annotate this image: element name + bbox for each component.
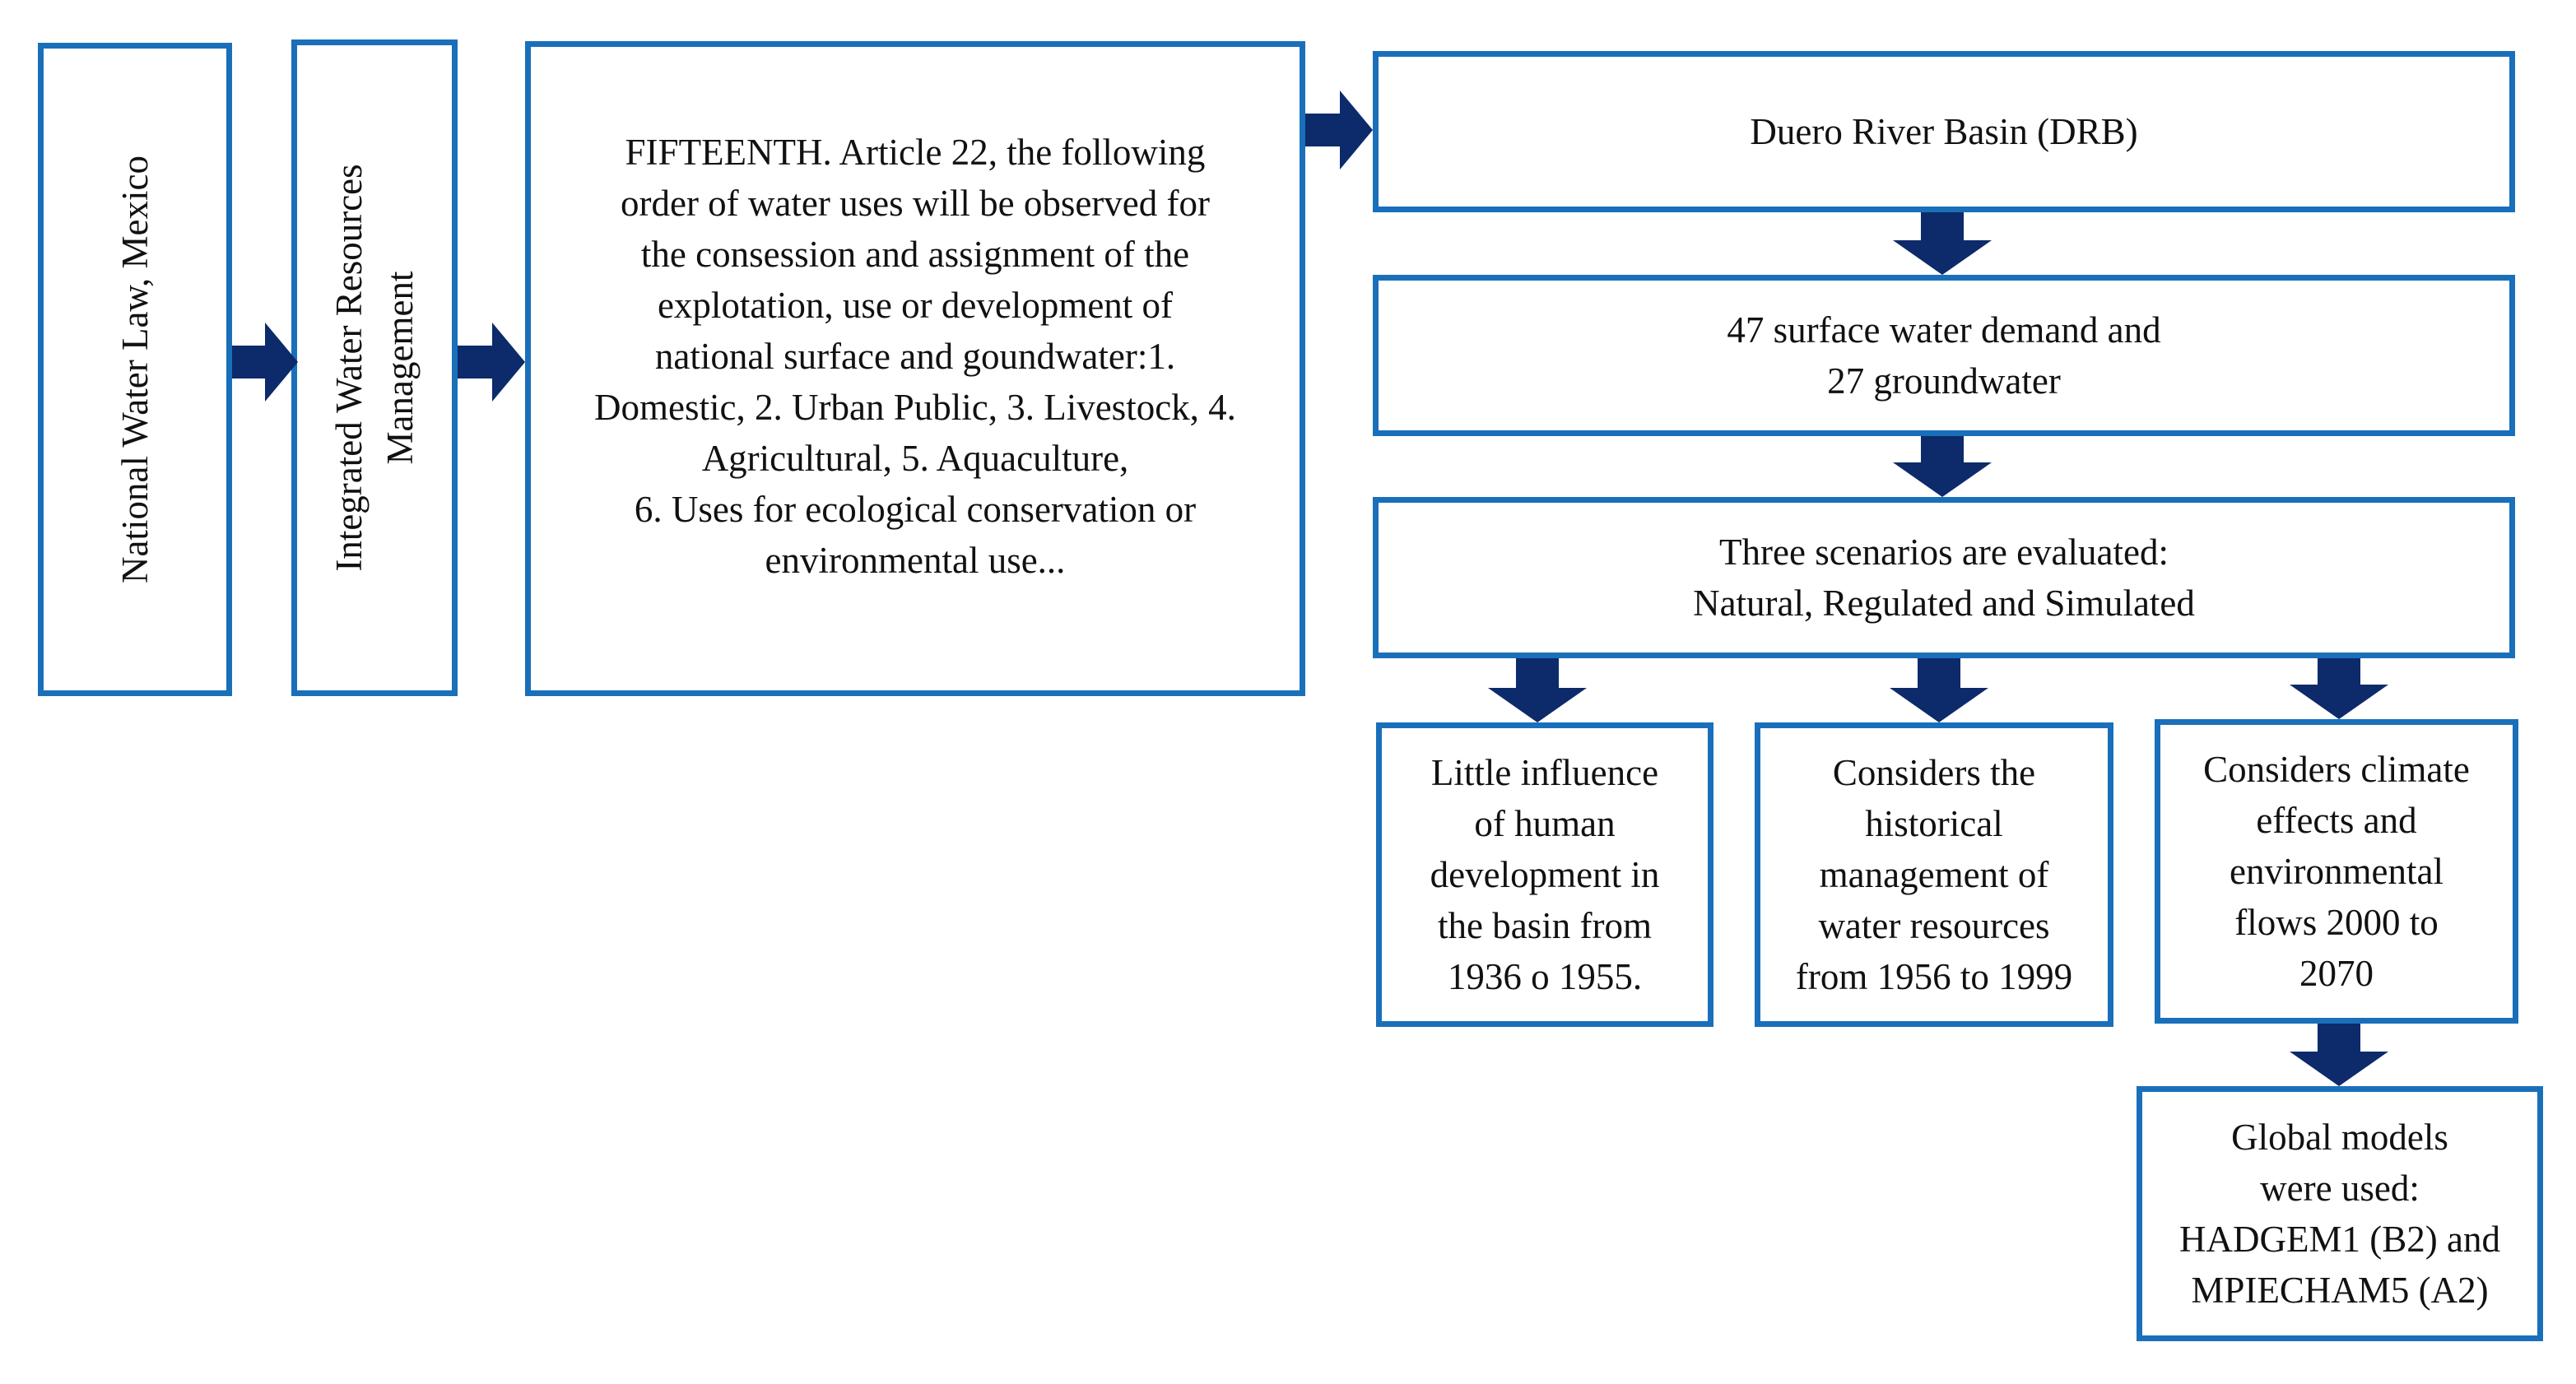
arrow-down-icon [1488, 658, 1587, 722]
scenarios-box: Three scenarios are evaluated: Natural, … [1373, 497, 2515, 658]
iwrm-box: Integrated Water Resources Management [291, 39, 458, 696]
natural-scenario-box: Little influence of human development in… [1376, 722, 1713, 1027]
fifteenth-article-text: FIFTEENTH. Article 22, the following ord… [594, 132, 1236, 581]
duero-basin-text: Duero River Basin (DRB) [1750, 111, 2138, 152]
water-demand-text: 47 surface water demand and 27 groundwat… [1727, 309, 2161, 402]
arrow-down-icon [1890, 658, 1988, 722]
global-models-box: Global models were used: HADGEM1 (B2) an… [2137, 1086, 2543, 1341]
arrow-right-icon [232, 323, 298, 402]
regulated-scenario-text: Considers the historical management of w… [1795, 752, 2073, 997]
arrow-down-icon [1893, 212, 1992, 275]
arrow-down-icon [1893, 436, 1992, 497]
arrow-down-icon [2290, 1024, 2388, 1086]
arrow-right-icon [458, 323, 525, 402]
water-demand-box: 47 surface water demand and 27 groundwat… [1373, 275, 2515, 436]
simulated-scenario-text: Considers climate effects and environmen… [2203, 749, 2470, 994]
scenarios-text: Three scenarios are evaluated: Natural, … [1693, 532, 2195, 624]
iwrm-text: Integrated Water Resources Management [328, 164, 421, 572]
regulated-scenario-box: Considers the historical management of w… [1755, 722, 2113, 1027]
fifteenth-article-box: FIFTEENTH. Article 22, the following ord… [525, 41, 1305, 696]
simulated-scenario-box: Considers climate effects and environmen… [2155, 719, 2518, 1024]
natural-scenario-text: Little influence of human development in… [1430, 752, 1660, 997]
global-models-text: Global models were used: HADGEM1 (B2) an… [2179, 1117, 2500, 1311]
national-water-law-box: National Water Law, Mexico [38, 43, 232, 696]
arrow-down-icon [2290, 658, 2388, 719]
duero-basin-box: Duero River Basin (DRB) [1373, 51, 2515, 212]
arrow-right-icon [1305, 91, 1373, 170]
national-water-law-text: National Water Law, Mexico [114, 156, 156, 583]
